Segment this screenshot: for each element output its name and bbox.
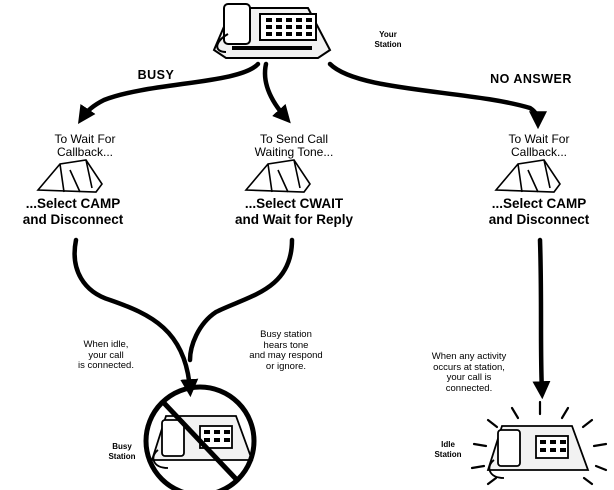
tent-icon-right bbox=[494, 159, 561, 193]
busy-station-phone-icon bbox=[143, 384, 257, 490]
busy-station-label: Busy Station bbox=[108, 442, 136, 461]
tent-icon-left bbox=[36, 159, 103, 193]
no-answer-arrow bbox=[327, 61, 547, 130]
idle-station-label: Idle Station bbox=[434, 440, 462, 459]
left-to-busy-arrow bbox=[72, 237, 199, 398]
no-answer-to-idle-arrow bbox=[532, 237, 551, 400]
no-answer-branch-label: NO ANSWER bbox=[490, 72, 572, 86]
center-action-text: ...Select CWAIT and Wait for Reply bbox=[234, 196, 353, 227]
your-station-label: Your Station bbox=[374, 30, 402, 49]
activity-note: When any activity occurs at station, you… bbox=[431, 351, 507, 394]
busy-hears-note: Busy station hears tone and may respond … bbox=[249, 329, 323, 372]
right-intro-text: To Wait For Callback... bbox=[508, 132, 570, 159]
idle-connect-note: When idle, your call is connected. bbox=[78, 339, 134, 371]
your-station-phone-icon bbox=[212, 3, 332, 59]
right-to-busy-curve bbox=[187, 237, 295, 363]
tent-icon-center bbox=[244, 159, 311, 193]
center-intro-text: To Send Call Waiting Tone... bbox=[254, 132, 334, 159]
right-action-text: ...Select CAMP and Disconnect bbox=[488, 196, 590, 227]
busy-left-arrow bbox=[78, 61, 261, 124]
flow-arrows bbox=[72, 61, 551, 400]
prohibited-sign-icon bbox=[143, 384, 257, 490]
left-action-text: ...Select CAMP and Disconnect bbox=[22, 196, 124, 227]
idle-station-phone-icon bbox=[470, 400, 608, 486]
ringing-rays-icon bbox=[470, 400, 608, 486]
left-intro-text: To Wait For Callback... bbox=[54, 132, 116, 159]
busy-branch-label: BUSY bbox=[137, 68, 175, 82]
busy-right-arrow bbox=[262, 61, 291, 124]
